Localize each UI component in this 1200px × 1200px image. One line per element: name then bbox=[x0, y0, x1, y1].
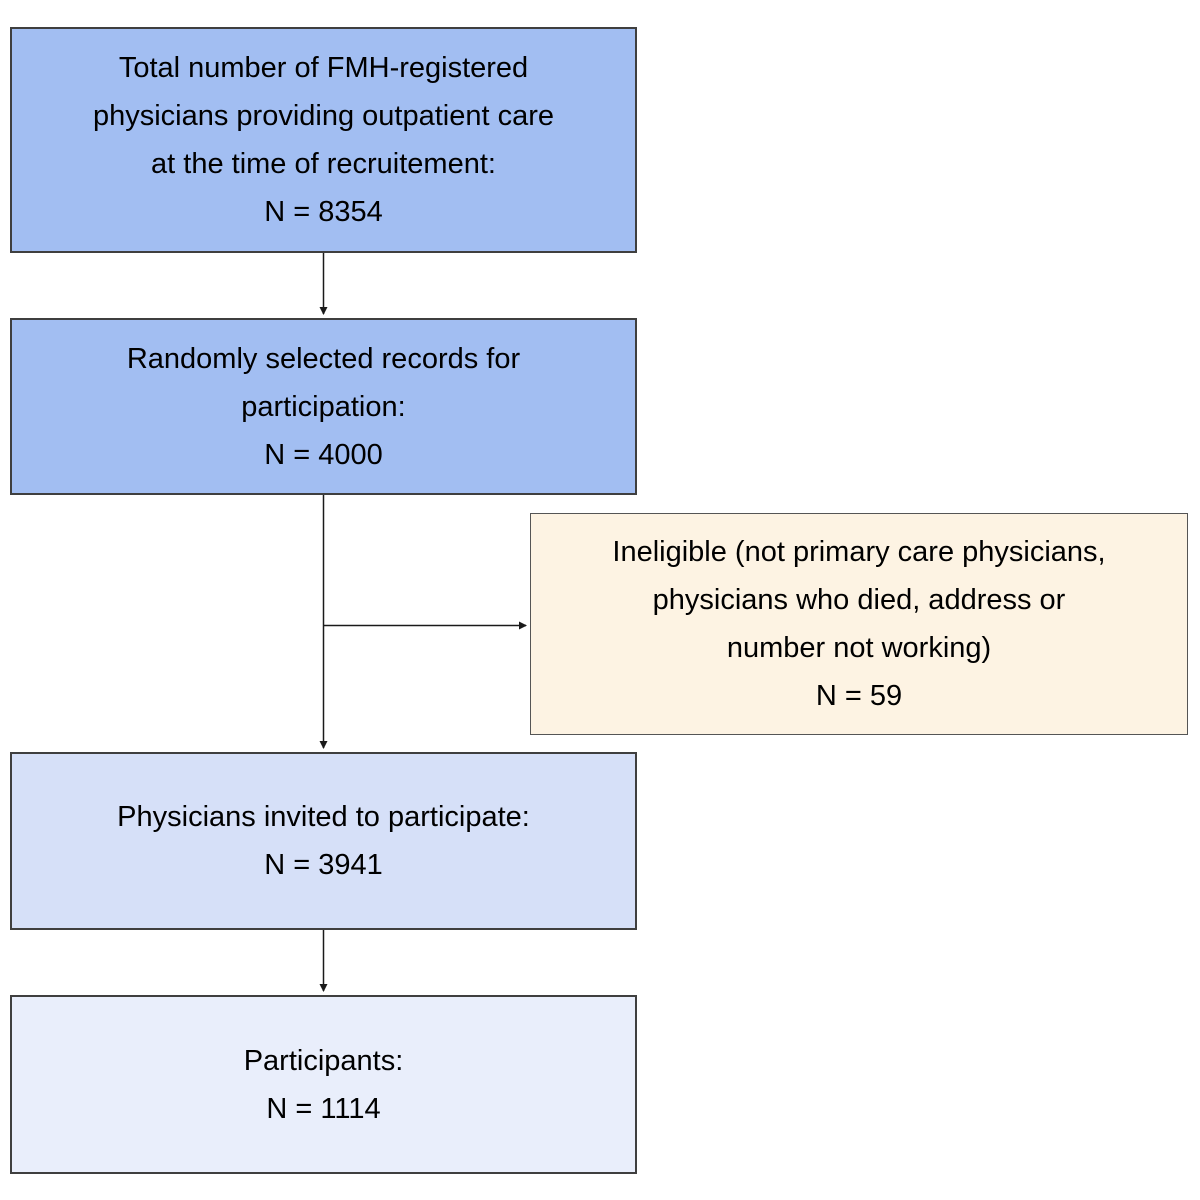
box-participants-text: Participants: N = 1114 bbox=[243, 1044, 404, 1125]
box-randomly-selected-records: Randomly selected records for participat… bbox=[10, 318, 637, 495]
box-total-registered-physicians: Total number of FMH-registered physician… bbox=[10, 27, 637, 253]
box-invited-text: Physicians invited to participate: N = 3… bbox=[117, 801, 530, 881]
box-physicians-invited: Physicians invited to participate: N = 3… bbox=[10, 752, 637, 930]
box-selected-text: Randomly selected records for participat… bbox=[126, 342, 521, 471]
box-total-text: Total number of FMH-registered physician… bbox=[92, 52, 555, 228]
box-participants: Participants: N = 1114 bbox=[10, 995, 637, 1174]
box-ineligible-text: Ineligible (not primary care physicians,… bbox=[612, 536, 1106, 712]
box-ineligible: Ineligible (not primary care physicians,… bbox=[530, 513, 1188, 735]
